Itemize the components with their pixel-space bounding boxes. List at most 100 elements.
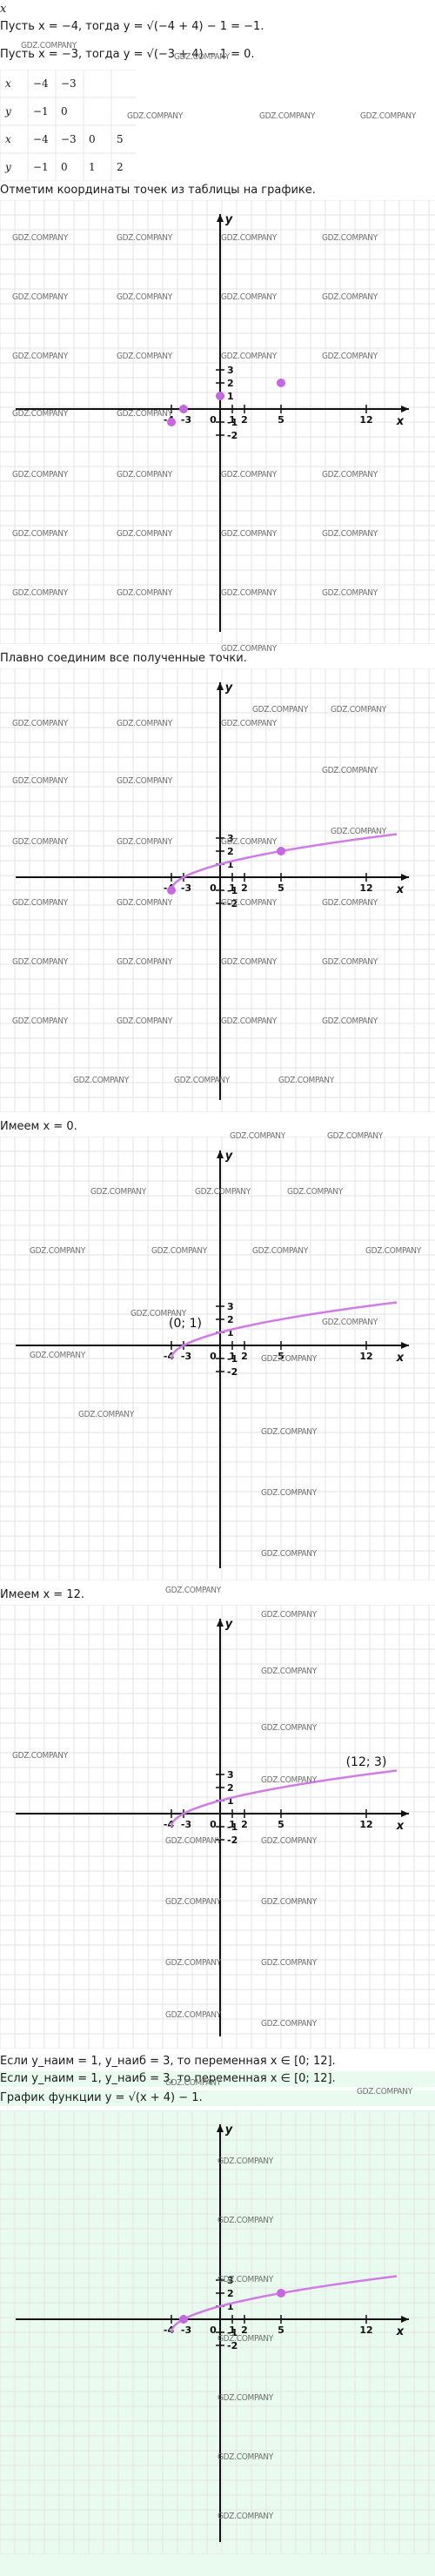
watermark: GDZ.COMPANY (12, 409, 68, 419)
watermark: GDZ.COMPANY (278, 1076, 334, 1085)
function-curve (170, 1301, 398, 1359)
watermark: GDZ.COMPANY (322, 766, 378, 775)
watermark: GDZ.COMPANY (230, 1131, 285, 1141)
x-tick-label: 2 (241, 882, 248, 894)
y-tick-label: -1 (227, 1353, 238, 1365)
watermark: GDZ.COMPANY (12, 776, 68, 786)
watermark: GDZ.COMPANY (218, 2452, 273, 2462)
watermark: GDZ.COMPANY (360, 111, 416, 121)
y-axis-label: y (225, 1150, 233, 1163)
point-label-12-3: (12; 3) (346, 1755, 387, 1769)
x-tick-label: -3 (181, 1819, 191, 1830)
x-axis-label: x (396, 415, 405, 428)
y-tick-label: 1 (227, 2301, 234, 2312)
watermark: GDZ.COMPANY (12, 529, 68, 539)
y-tick-label: -1 (227, 1821, 238, 1833)
x-tick-label: 12 (359, 2324, 372, 2336)
watermark: GDZ.COMPANY (221, 470, 277, 480)
table-cell: x (5, 77, 11, 90)
table-cell: 5 (117, 133, 124, 145)
x-tick-label: 0 (210, 1351, 217, 1362)
function-curve (170, 1769, 398, 1828)
y-axis-label: y (225, 2123, 233, 2137)
x-axis-arrow (401, 1810, 409, 1817)
y-axis-arrow (217, 1150, 224, 1158)
y-tick-label: 3 (227, 1769, 234, 1781)
watermark: GDZ.COMPANY (322, 1318, 378, 1327)
y-axis-label: y (225, 1618, 233, 1631)
x-tick-label: -4 (164, 2324, 175, 2336)
watermark: GDZ.COMPANY (221, 644, 277, 654)
table-cell: −1 (33, 161, 49, 173)
watermark: GDZ.COMPANY (12, 898, 68, 908)
x-tick-label: 1 (229, 2324, 236, 2336)
watermark: GDZ.COMPANY (12, 1016, 68, 1026)
grid (0, 1137, 435, 1580)
watermark: GDZ.COMPANY (117, 837, 172, 847)
x-tick-label: 2 (241, 414, 248, 426)
watermark: GDZ.COMPANY (322, 352, 378, 361)
x-tick-label: 1 (229, 1351, 236, 1362)
watermark: GDZ.COMPANY (252, 705, 308, 714)
line-connect-points: Плавно соединим все полученные точки. (0, 652, 247, 665)
watermark: GDZ.COMPANY (261, 1836, 317, 1846)
point-label-0-1: (0; 1) (169, 1317, 202, 1331)
watermark: GDZ.COMPANY (261, 1427, 317, 1437)
y-tick-label: 1 (227, 391, 234, 402)
watermark: GDZ.COMPANY (165, 1958, 221, 1968)
watermark: GDZ.COMPANY (151, 1246, 207, 1256)
y-tick-label: 1 (227, 859, 234, 870)
watermark: GDZ.COMPANY (12, 233, 68, 243)
watermark: GDZ.COMPANY (130, 1309, 186, 1318)
x-tick-label: 2 (241, 2324, 248, 2336)
watermark: GDZ.COMPANY (261, 1667, 317, 1676)
table-cell: 0 (89, 133, 96, 145)
watermark: GDZ.COMPANY (195, 1187, 251, 1197)
watermark: GDZ.COMPANY (117, 588, 172, 598)
watermark: GDZ.COMPANY (127, 111, 183, 121)
watermark: GDZ.COMPANY (331, 705, 386, 714)
x-tick-label: -4 (164, 1351, 175, 1362)
x-tick-label: 1 (229, 1819, 236, 1830)
watermark: GDZ.COMPANY (174, 1076, 230, 1085)
x-tick-label: 0 (210, 882, 217, 894)
grid (0, 1605, 435, 2049)
x-tick-label: 1 (229, 882, 236, 894)
watermark: GDZ.COMPANY (218, 2275, 273, 2284)
y-tick-label: 3 (227, 833, 234, 844)
watermark: GDZ.COMPANY (117, 1016, 172, 1026)
y-tick-label: -1 (227, 885, 238, 896)
watermark: GDZ.COMPANY (30, 1351, 85, 1360)
table-cell: 2 (117, 161, 124, 173)
data-point (167, 418, 176, 426)
x-tick-label: 5 (278, 882, 284, 894)
x-label: x (0, 3, 7, 16)
watermark: GDZ.COMPANY (218, 2216, 273, 2225)
watermark: GDZ.COMPANY (117, 470, 172, 480)
x-tick-label: 0 (210, 1819, 217, 1830)
watermark: GDZ.COMPANY (73, 1076, 129, 1085)
y-tick-label: 2 (227, 1782, 234, 1794)
x-axis-label: x (396, 1352, 405, 1365)
watermark: GDZ.COMPANY (327, 1131, 383, 1141)
y-tick-label: -2 (227, 1835, 238, 1846)
y-tick-label: -2 (227, 1366, 238, 1378)
x-tick-label: 12 (359, 1351, 372, 1362)
y-tick-label: 3 (227, 1301, 234, 1312)
line-x-minus4: Пусть x = −4, тогда y = √(−4 + 4) − 1 = … (0, 20, 264, 33)
data-point (179, 2315, 188, 2324)
x-tick-label: -3 (181, 882, 191, 894)
y-tick-label: -2 (227, 898, 238, 909)
table-cell: 0 (61, 105, 68, 117)
watermark: GDZ.COMPANY (165, 1836, 221, 1846)
line-conclusion-2: Если y_наим = 1, y_наиб = 3, то переменн… (0, 2071, 435, 2087)
x-tick-label: 2 (241, 1351, 248, 1362)
x-tick-label: 0 (210, 2324, 217, 2336)
y-tick-label: 2 (227, 2288, 234, 2299)
